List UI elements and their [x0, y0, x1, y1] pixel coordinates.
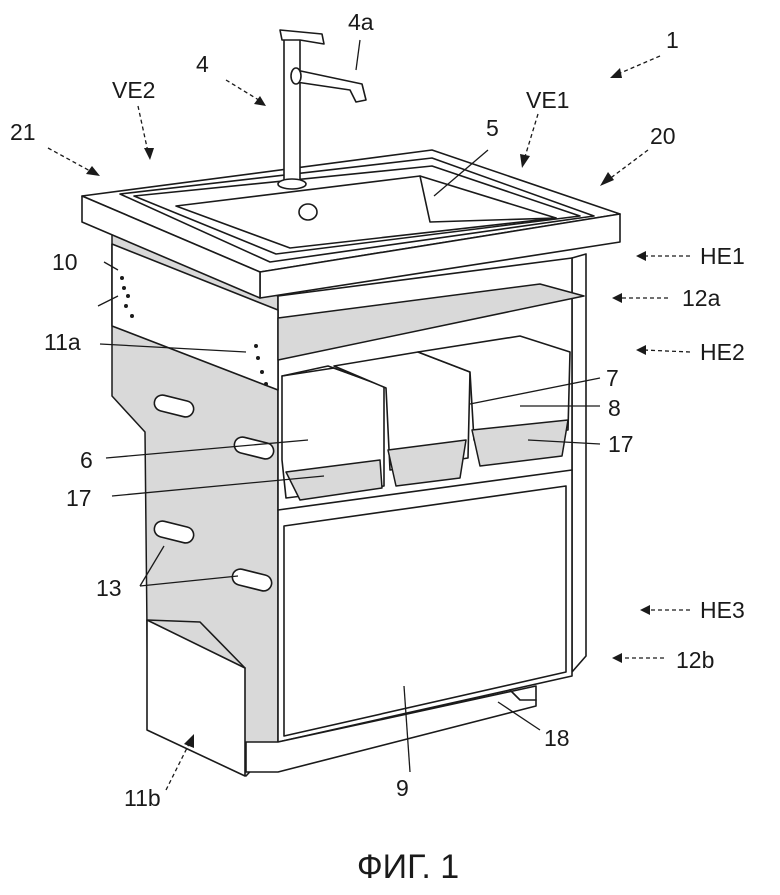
label-ve2: VE2 [112, 77, 155, 103]
faucet-spout [284, 36, 300, 184]
label-4a: 4a [348, 9, 374, 35]
label-5: 5 [486, 115, 499, 141]
label-6: 6 [80, 447, 93, 473]
label-12b: 12b [676, 647, 714, 673]
label-7: 7 [606, 365, 619, 391]
label-12a: 12a [682, 285, 721, 311]
label-21: 21 [10, 119, 36, 145]
label-13: 13 [96, 575, 122, 601]
label-1: 1 [666, 27, 679, 53]
label-17-right: 17 [608, 431, 634, 457]
label-10: 10 [52, 249, 78, 275]
label-ve1: VE1 [526, 87, 569, 113]
label-11a: 11a [44, 329, 81, 355]
faucet-lever-4a [296, 70, 366, 102]
label-4: 4 [196, 51, 209, 77]
label-18: 18 [544, 725, 570, 751]
label-he3: HE3 [700, 597, 745, 623]
figure-caption: ФИГ. 1 [357, 848, 459, 886]
label-he1: HE1 [700, 243, 745, 269]
right-side-panel [572, 254, 586, 672]
label-9: 9 [396, 775, 409, 801]
label-8: 8 [608, 395, 621, 421]
label-he2: HE2 [700, 339, 745, 365]
label-20: 20 [650, 123, 676, 149]
label-11b: 11b [124, 785, 161, 811]
label-17-left: 17 [66, 485, 92, 511]
